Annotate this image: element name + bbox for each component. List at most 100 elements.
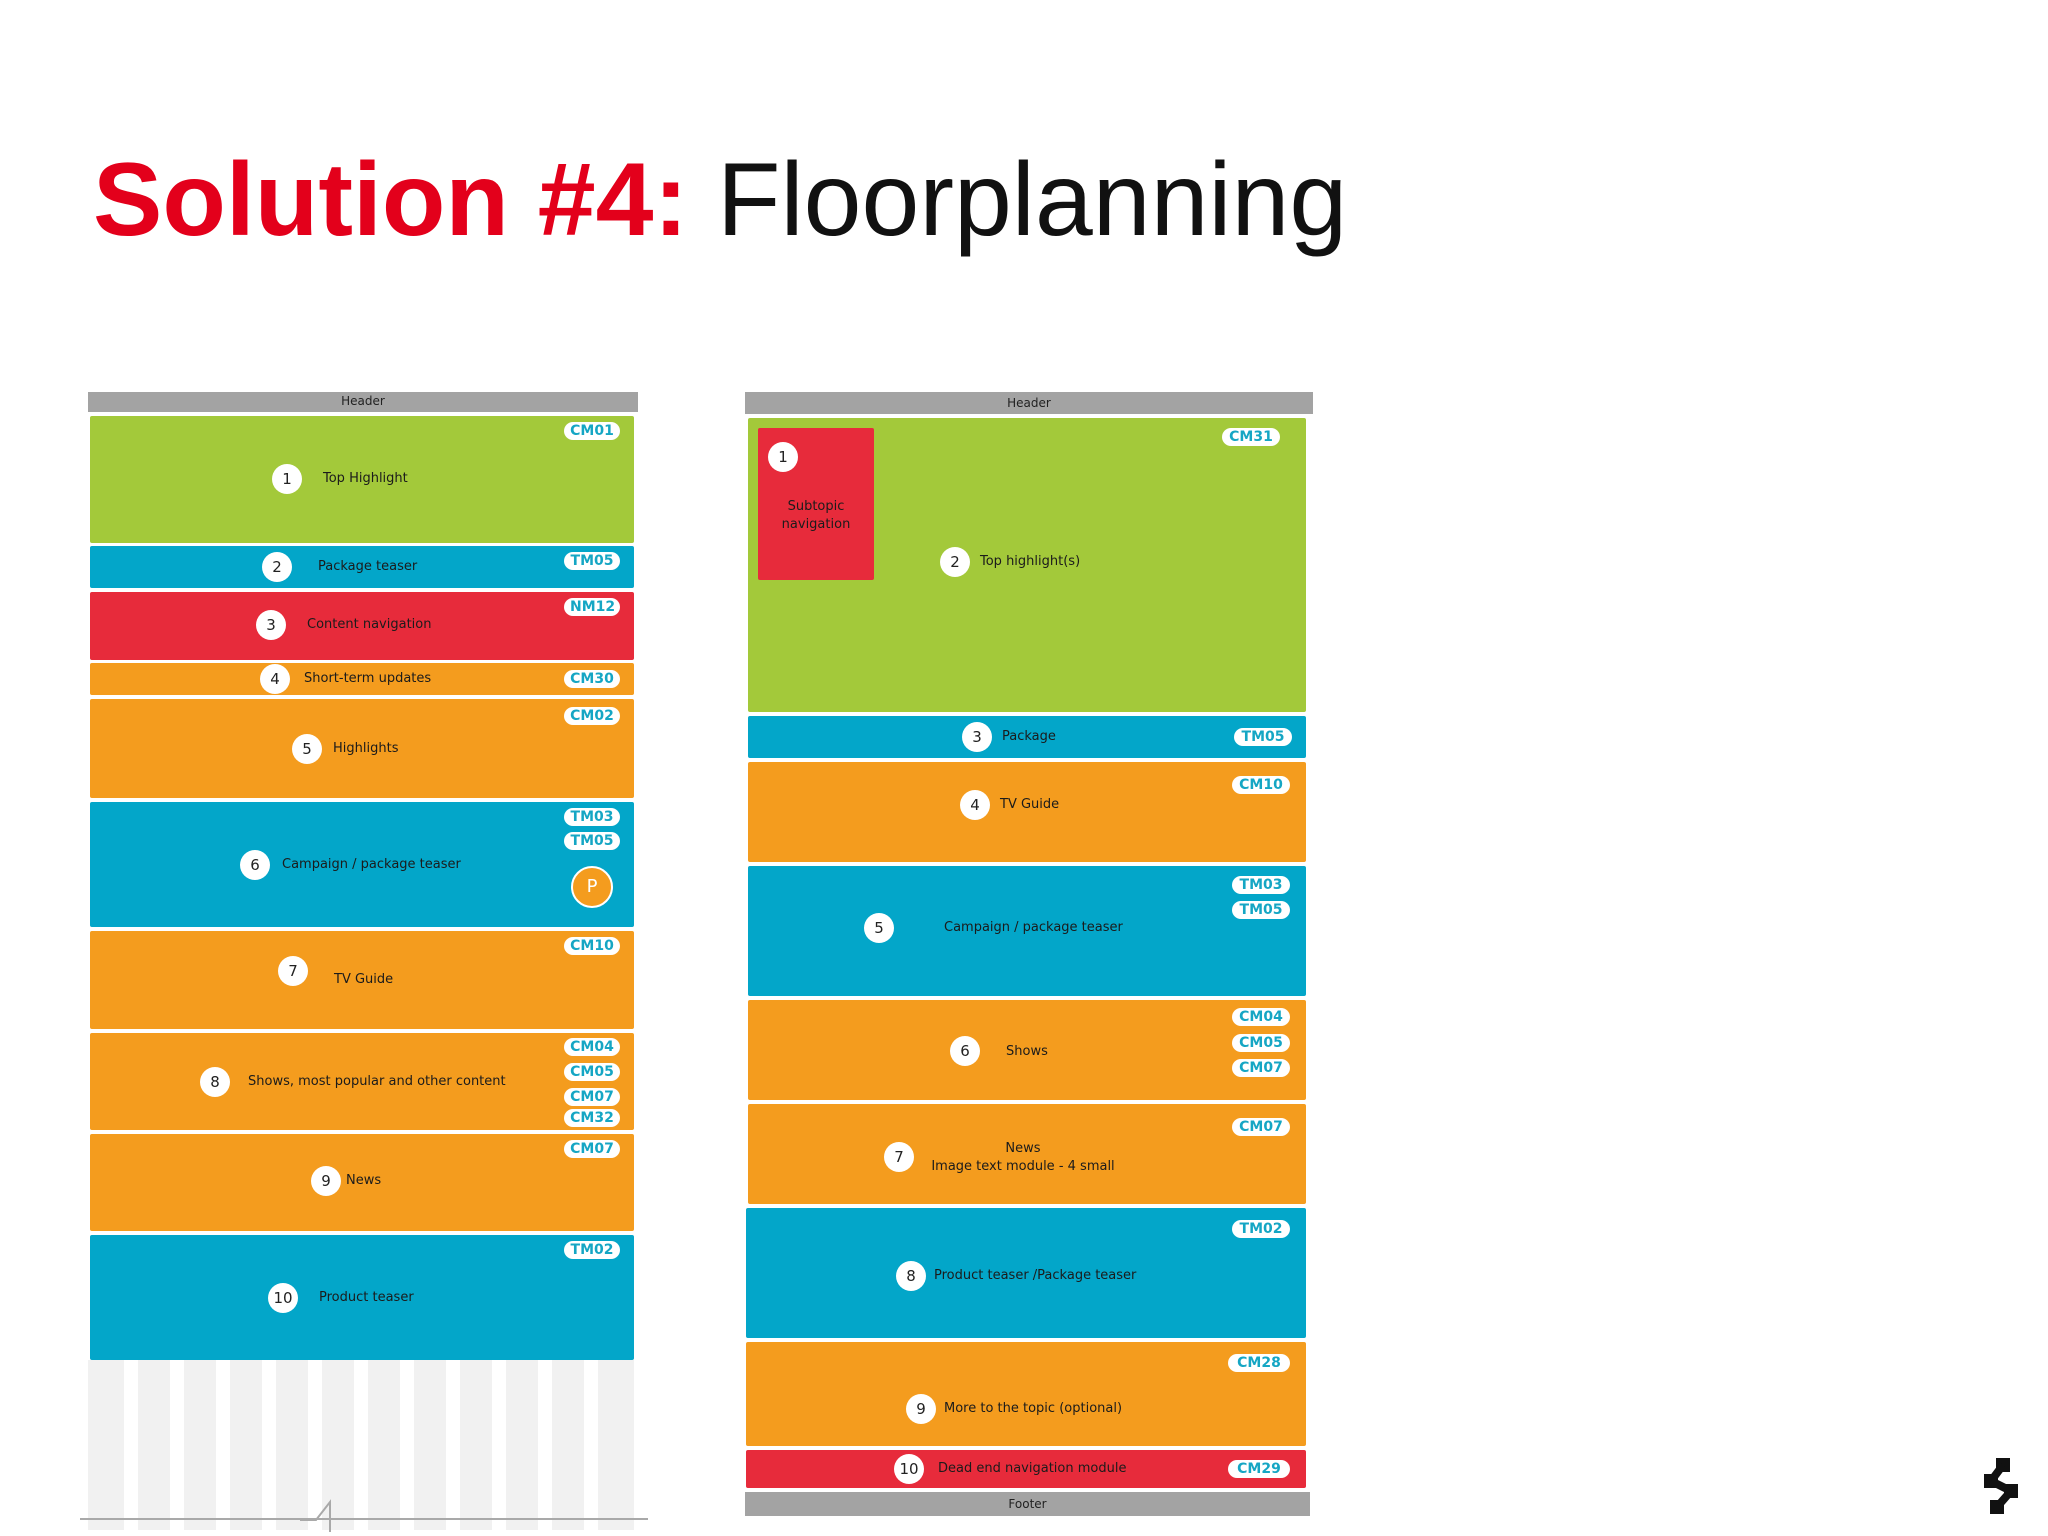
component-tag: TM05 xyxy=(564,832,620,850)
component-tag: CM32 xyxy=(564,1109,620,1127)
block-number: 8 xyxy=(200,1067,230,1097)
block-number: 6 xyxy=(240,850,270,880)
right-block-tv-guide: 4 TV Guide CM10 xyxy=(748,762,1306,862)
grid-gutter xyxy=(354,1360,368,1530)
block-label: Highlights xyxy=(333,741,399,756)
block-label: Subtopic xyxy=(787,499,845,514)
block-number: 7 xyxy=(884,1142,914,1172)
grid-gutter xyxy=(400,1360,414,1530)
component-tag: CM07 xyxy=(564,1088,620,1106)
block-number: 1 xyxy=(272,464,302,494)
block-label: Package xyxy=(1002,729,1056,744)
component-tag: CM07 xyxy=(1232,1059,1290,1077)
left-block-highlights: 5 Highlights CM02 xyxy=(90,699,634,798)
right-block-news: 7 News Image text module - 4 small CM07 xyxy=(748,1104,1306,1204)
component-tag: CM29 xyxy=(1228,1460,1290,1478)
block-number: 9 xyxy=(311,1166,341,1196)
grid-gutter xyxy=(492,1360,506,1530)
left-header: Header xyxy=(88,392,638,412)
grid-gutter xyxy=(584,1360,598,1530)
right-block-shows: 6 Shows CM04 CM05 CM07 xyxy=(748,1000,1306,1100)
component-tag: TM03 xyxy=(564,808,620,826)
component-tag: TM05 xyxy=(1234,728,1292,746)
component-tag: CM02 xyxy=(564,707,620,725)
block-label: News xyxy=(346,1173,382,1188)
block-label: Short-term updates xyxy=(304,671,432,686)
block-label: Product teaser xyxy=(319,1290,414,1305)
component-tag: TM02 xyxy=(1232,1220,1290,1238)
block-number: 1 xyxy=(768,442,798,472)
right-footer: Footer xyxy=(745,1492,1310,1516)
grid-gutter xyxy=(262,1360,276,1530)
component-tag: CM05 xyxy=(564,1063,620,1081)
right-block-dead-end-navigation: 10 Dead end navigation module CM29 xyxy=(746,1450,1306,1488)
block-label: Campaign / package teaser xyxy=(944,920,1123,935)
component-tag: CM04 xyxy=(564,1038,620,1056)
block-label: Top highlight(s) xyxy=(980,554,1081,569)
block-label: TV Guide xyxy=(1000,797,1060,812)
component-tag: TM02 xyxy=(564,1241,620,1259)
p-badge: P xyxy=(571,866,613,908)
block-number: 7 xyxy=(278,956,308,986)
component-tag: CM07 xyxy=(1232,1118,1290,1136)
right-block-top-highlights: 1 Subtopic navigation 2 Top highlight(s)… xyxy=(748,418,1306,712)
block-label: Shows, most popular and other content xyxy=(248,1074,506,1089)
component-tag: CM07 xyxy=(564,1140,620,1158)
block-label: News xyxy=(1005,1141,1041,1156)
block-label: Package teaser xyxy=(318,559,418,574)
left-block-content-navigation: 3 Content navigation NM12 xyxy=(90,592,634,660)
component-tag: NM12 xyxy=(564,598,620,616)
left-block-shows: 8 Shows, most popular and other content … xyxy=(90,1033,634,1130)
column-grid xyxy=(88,1360,634,1530)
right-block-product-teaser: 8 Product teaser /Package teaser TM02 xyxy=(746,1208,1306,1338)
component-tag: TM05 xyxy=(1232,901,1290,919)
block-label: Content navigation xyxy=(307,617,432,632)
block-number: 4 xyxy=(960,790,990,820)
component-tag: CM04 xyxy=(1232,1008,1290,1026)
grid-gutter xyxy=(308,1360,322,1530)
grid-gutter xyxy=(216,1360,230,1530)
block-label: TV Guide xyxy=(334,972,394,987)
block-number: 4 xyxy=(260,664,290,694)
brand-logo-icon xyxy=(1984,1458,2018,1514)
grid-gutter xyxy=(538,1360,552,1530)
block-number: 2 xyxy=(940,547,970,577)
right-block-campaign-teaser: 5 Campaign / package teaser TM03 TM05 xyxy=(748,866,1306,996)
component-tag: TM03 xyxy=(1232,876,1290,894)
component-tag: CM10 xyxy=(1232,776,1290,794)
block-number: 5 xyxy=(864,913,894,943)
grid-gutter xyxy=(170,1360,184,1530)
component-tag: CM01 xyxy=(564,422,620,440)
left-block-news: 9 News CM07 xyxy=(90,1134,634,1231)
block-label: Shows xyxy=(1006,1044,1048,1059)
block-label: navigation xyxy=(781,517,851,532)
left-block-short-term-updates: 4 Short-term updates CM30 xyxy=(90,663,634,695)
left-block-campaign-teaser: 6 Campaign / package teaser TM03 TM05 P xyxy=(90,802,634,927)
component-tag: CM05 xyxy=(1232,1034,1290,1052)
slide-title: Solution #4: Floorplanning xyxy=(93,140,1347,260)
block-label: Product teaser /Package teaser xyxy=(934,1268,1137,1283)
block-label: Dead end navigation module xyxy=(938,1461,1127,1476)
component-tag: CM30 xyxy=(564,670,620,688)
grid-gutter xyxy=(124,1360,138,1530)
block-label: Top Highlight xyxy=(323,471,408,486)
block-number: 3 xyxy=(256,610,286,640)
component-tag: CM31 xyxy=(1222,428,1280,446)
right-block-package: 3 Package TM05 xyxy=(748,716,1306,758)
title-rest: Floorplanning xyxy=(717,142,1348,258)
left-block-tv-guide: 7 TV Guide CM10 xyxy=(90,931,634,1029)
block-number: 6 xyxy=(950,1036,980,1066)
block-number: 3 xyxy=(962,722,992,752)
block-label: More to the topic (optional) xyxy=(944,1401,1123,1416)
right-block-more-to-topic: 9 More to the topic (optional) CM28 xyxy=(746,1342,1306,1446)
left-block-package-teaser: 2 Package teaser TM05 xyxy=(90,546,634,588)
block-number: 9 xyxy=(906,1394,936,1424)
block-number: 5 xyxy=(292,734,322,764)
block-number: 2 xyxy=(262,552,292,582)
component-tag: CM28 xyxy=(1228,1354,1290,1372)
component-tag: CM10 xyxy=(564,937,620,955)
grid-gutter xyxy=(446,1360,460,1530)
block-label: Image text module - 4 small xyxy=(931,1159,1115,1174)
left-block-top-highlight: 1 Top Highlight CM01 xyxy=(90,416,634,543)
block-number: 8 xyxy=(896,1261,926,1291)
